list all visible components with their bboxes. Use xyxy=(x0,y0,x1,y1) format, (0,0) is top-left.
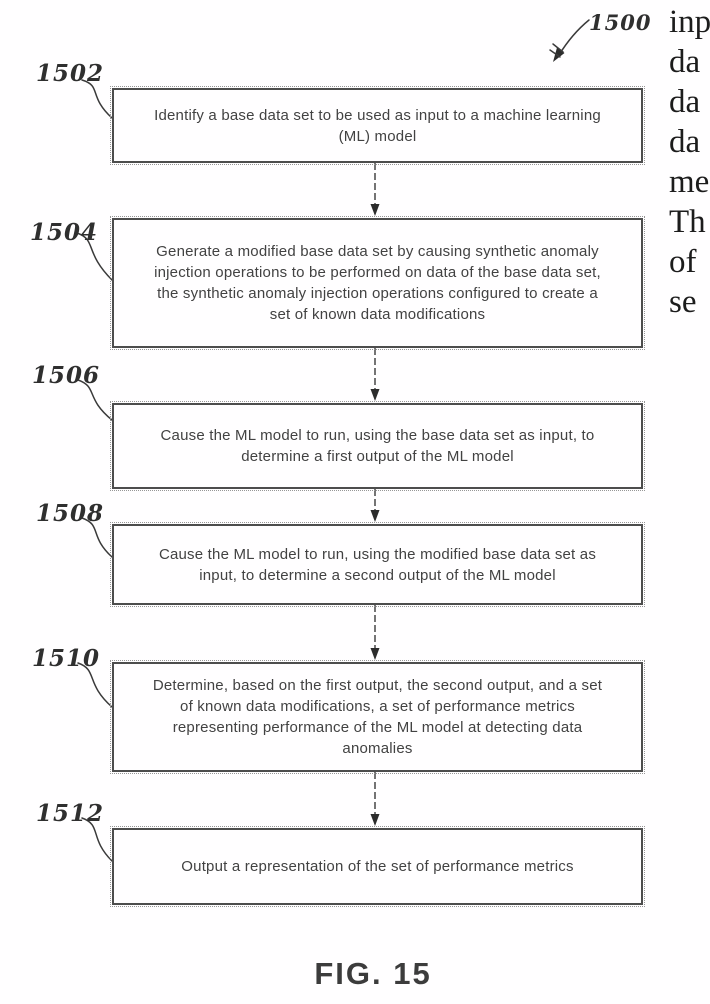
adjacent-column-clipped-text: inp da da da me Th of se xyxy=(669,2,710,332)
step-ref-1512: 1512 xyxy=(36,800,105,827)
step-ref-1504: 1504 xyxy=(30,219,99,246)
figure-ref-number: 1500 xyxy=(589,10,652,35)
step-text: Cause the ML model to run, using the mod… xyxy=(158,545,597,584)
step-text: Determine, based on the first output, th… xyxy=(152,677,603,757)
ref-arrow-1500 xyxy=(549,19,590,62)
flow-arrow-2 xyxy=(370,348,380,401)
clipped-text-line: se xyxy=(669,284,697,320)
step-text: Cause the ML model to run, using the bas… xyxy=(160,427,595,465)
clipped-text-line: da xyxy=(669,84,701,120)
flow-arrow-1 xyxy=(370,163,380,216)
flowchart-step-1512: Output a representation of the set of pe… xyxy=(110,826,645,907)
clipped-text-line: of xyxy=(669,244,697,280)
step-text: Output a representation of the set of pe… xyxy=(181,858,574,875)
clipped-text-line: Th xyxy=(669,204,706,240)
step-ref-1508: 1508 xyxy=(36,500,105,527)
figure-caption: FIG. 15 xyxy=(314,956,432,991)
flow-arrow-3 xyxy=(370,489,380,522)
clipped-text-line: da xyxy=(669,44,701,80)
flowchart-step-1508: Cause the ML model to run, using the mod… xyxy=(110,522,645,607)
flow-arrow-4 xyxy=(370,605,380,660)
clipped-text-line: me xyxy=(669,164,710,200)
clipped-text-line: da xyxy=(669,124,701,160)
clipped-text-line: inp xyxy=(669,4,710,40)
step-ref-1510: 1510 xyxy=(32,645,101,672)
flowchart-step-1504: Generate a modified base data set by cau… xyxy=(110,216,645,350)
step-ref-1506: 1506 xyxy=(32,362,101,389)
step-text: Identify a base data set to be used as i… xyxy=(154,106,601,145)
step-text: Generate a modified base data set by cau… xyxy=(154,243,601,323)
flow-arrow-5 xyxy=(370,772,380,826)
flowchart-step-1502: Identify a base data set to be used as i… xyxy=(110,86,645,165)
step-ref-1502: 1502 xyxy=(36,60,105,87)
flowchart-step-1506: Cause the ML model to run, using the bas… xyxy=(110,401,645,491)
flowchart-step-1510: Determine, based on the first output, th… xyxy=(110,660,645,774)
